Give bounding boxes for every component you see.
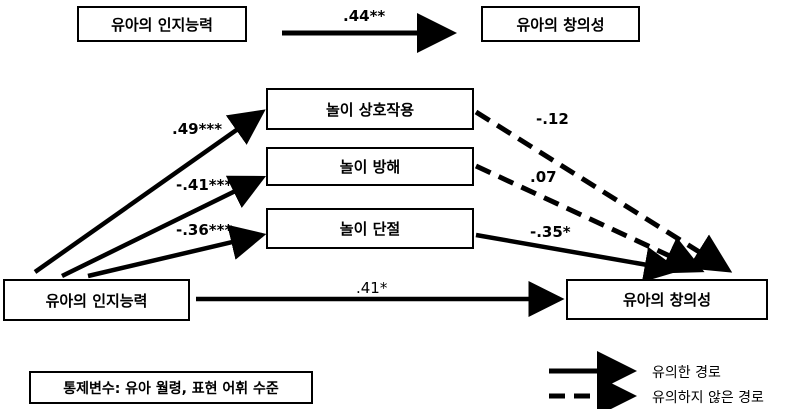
control-variables-label: 통제변수: 유아 월령, 표현 어휘 수준	[63, 380, 279, 397]
a-coef-interaction: .49***	[172, 120, 223, 138]
a-coef-disruption: -.41***	[176, 176, 233, 194]
mediator-label-disruption: 놀이 방해	[339, 158, 401, 176]
a-path-arrow-disruption	[61, 175, 267, 279]
outcome-label: 유아의 창의성	[622, 291, 712, 309]
mediator-box-interaction: 놀이 상호작용	[266, 88, 474, 130]
top-outcome-box: 유아의 창의성	[481, 6, 640, 42]
mediator-label-interaction: 놀이 상호작용	[325, 100, 415, 119]
mediator-box-disconnection: 놀이 단절	[266, 208, 474, 249]
a-path-arrow-interaction	[33, 109, 266, 274]
a-path-arrow-disconnection	[87, 224, 267, 279]
b-coef-interaction: -.12	[536, 110, 569, 128]
predictor-box: 유아의 인지능력	[3, 279, 190, 321]
b-path-arrow-disconnection	[475, 232, 681, 283]
a-coef-disconnection: -.36***	[176, 221, 233, 239]
b-coef-disconnection: -.35*	[530, 223, 571, 241]
mediator-box-disruption: 놀이 방해	[266, 147, 474, 186]
legend-non-significant-label: 유의하지 않은 경로	[652, 390, 764, 406]
b-coef-disruption: .07	[530, 168, 557, 186]
top-outcome-label: 유아의 창의성	[516, 15, 605, 34]
top-predictor-box: 유아의 인지능력	[77, 6, 247, 42]
top-predictor-label: 유아의 인지능력	[111, 15, 213, 34]
b-path-arrow-interaction	[474, 109, 733, 273]
legend-significant-label: 유의한 경로	[652, 365, 721, 381]
top-path-coefficient: .44**	[343, 7, 386, 25]
predictor-label: 유아의 인지능력	[45, 291, 148, 310]
mediator-label-disconnection: 놀이 단절	[339, 220, 401, 238]
outcome-box: 유아의 창의성	[566, 279, 768, 320]
control-variables-box: 통제변수: 유아 월령, 표현 어휘 수준	[29, 371, 313, 404]
direct-path-coefficient: .41*	[356, 279, 388, 297]
